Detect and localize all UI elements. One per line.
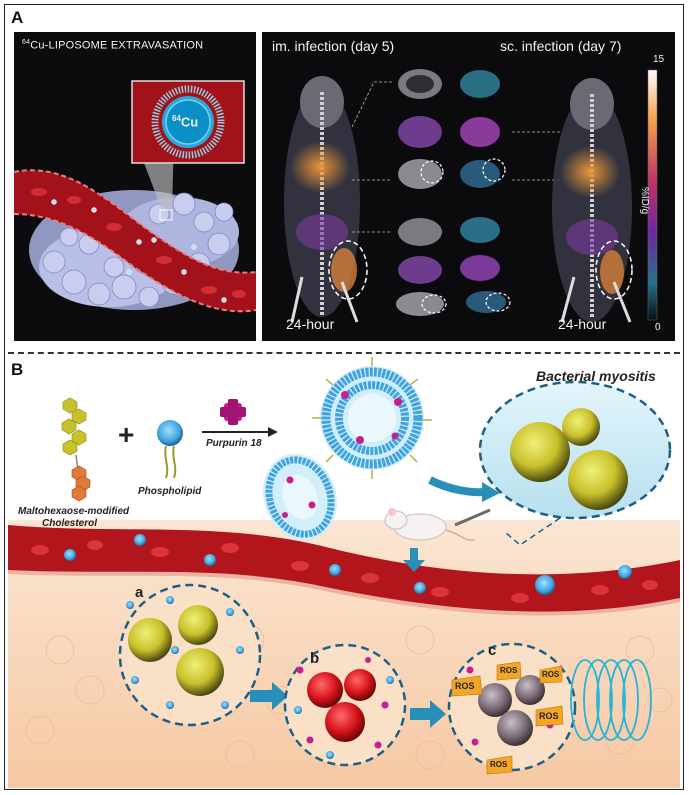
cu-liposome-icon bbox=[151, 85, 225, 159]
panel-b-red-cells bbox=[31, 540, 658, 603]
ros-label-2: ROS bbox=[500, 666, 518, 675]
cholesterol-label-line2: Cholesterol bbox=[42, 518, 98, 529]
right-infection-circle bbox=[595, 240, 633, 300]
left-infection-circle bbox=[328, 240, 368, 300]
liposome-extravasation-panel: 64Cu-LIPOSOME EXTRAVASATION bbox=[14, 32, 256, 341]
plus-sign: + bbox=[118, 419, 135, 450]
arrow-a-to-b bbox=[250, 682, 288, 710]
purpurin-molecule bbox=[220, 399, 246, 425]
panel-b-blood-vessel bbox=[8, 525, 680, 614]
ros-label-4: ROS bbox=[490, 760, 508, 769]
liposome-particles bbox=[51, 199, 227, 303]
stage-a-bacteria bbox=[128, 605, 224, 696]
pet-imaging-panel: im. infection (day 5) sc. infection (day… bbox=[262, 32, 675, 341]
ros-label-3: ROS bbox=[539, 711, 559, 721]
panel-divider bbox=[8, 352, 680, 354]
stage-a-liposomes bbox=[126, 596, 244, 709]
down-arrow bbox=[410, 548, 418, 562]
right-mouse-pet bbox=[552, 78, 632, 323]
myositis-bacteria bbox=[510, 408, 628, 510]
sc-infection-title: sc. infection (day 7) bbox=[500, 38, 622, 54]
stage-a-label: a bbox=[135, 584, 144, 601]
phospholipid-molecule bbox=[157, 420, 183, 479]
ros-bursts bbox=[451, 661, 564, 775]
blood-vessel bbox=[14, 170, 256, 312]
pet-color-scale bbox=[647, 69, 658, 321]
syringe-icon bbox=[454, 508, 491, 527]
left-mouse-pet bbox=[284, 76, 360, 323]
phospholipid-label: Phospholipid bbox=[138, 486, 202, 497]
vessel-liposomes bbox=[64, 534, 632, 595]
ros-label-1: ROS bbox=[455, 681, 475, 691]
stage-b-bacteria bbox=[307, 669, 376, 742]
injection-arrow bbox=[428, 476, 486, 497]
cholesterol-molecule bbox=[61, 397, 91, 502]
bacterial-myositis-title: Bacterial myositis bbox=[536, 368, 656, 384]
red-blood-cells bbox=[31, 188, 246, 298]
stage-c-label: c bbox=[488, 642, 497, 659]
panel-b-label: B bbox=[11, 360, 24, 379]
arrow-b-to-c bbox=[410, 700, 446, 728]
ros-label-5: ROS bbox=[542, 670, 560, 679]
large-liposome bbox=[312, 357, 432, 479]
stage-b-purpurin bbox=[296, 657, 389, 749]
mouse-icon bbox=[384, 508, 476, 542]
pet-scan-images bbox=[284, 69, 658, 323]
scale-min-label: 0 bbox=[655, 322, 661, 333]
left-time-label: 24-hour bbox=[286, 316, 335, 332]
liposome-panel-title: 64Cu-LIPOSOME EXTRAVASATION bbox=[22, 39, 204, 52]
cu-core-label: 64Cu bbox=[172, 114, 199, 130]
small-liposome bbox=[262, 453, 338, 541]
stage-b-label: b bbox=[310, 650, 320, 667]
cross-section-slices bbox=[396, 69, 506, 316]
extravasation-illustration bbox=[14, 80, 256, 313]
figure-frame bbox=[4, 4, 684, 790]
stage-b-liposome-fragments bbox=[294, 676, 394, 759]
im-infection-title: im. infection (day 5) bbox=[272, 38, 395, 54]
myositis-pointer bbox=[504, 517, 561, 546]
right-time-label: 24-hour bbox=[558, 316, 607, 332]
light-irradiation-icon bbox=[570, 659, 652, 741]
cholesterol-label-line1: Maltohexaose-modified bbox=[18, 506, 130, 517]
stage-c-bacteria bbox=[478, 675, 545, 746]
scale-max-label: 15 bbox=[653, 54, 665, 65]
purpurin-label: Purpurin 18 bbox=[206, 438, 262, 449]
panel-a-label: A bbox=[11, 8, 24, 27]
